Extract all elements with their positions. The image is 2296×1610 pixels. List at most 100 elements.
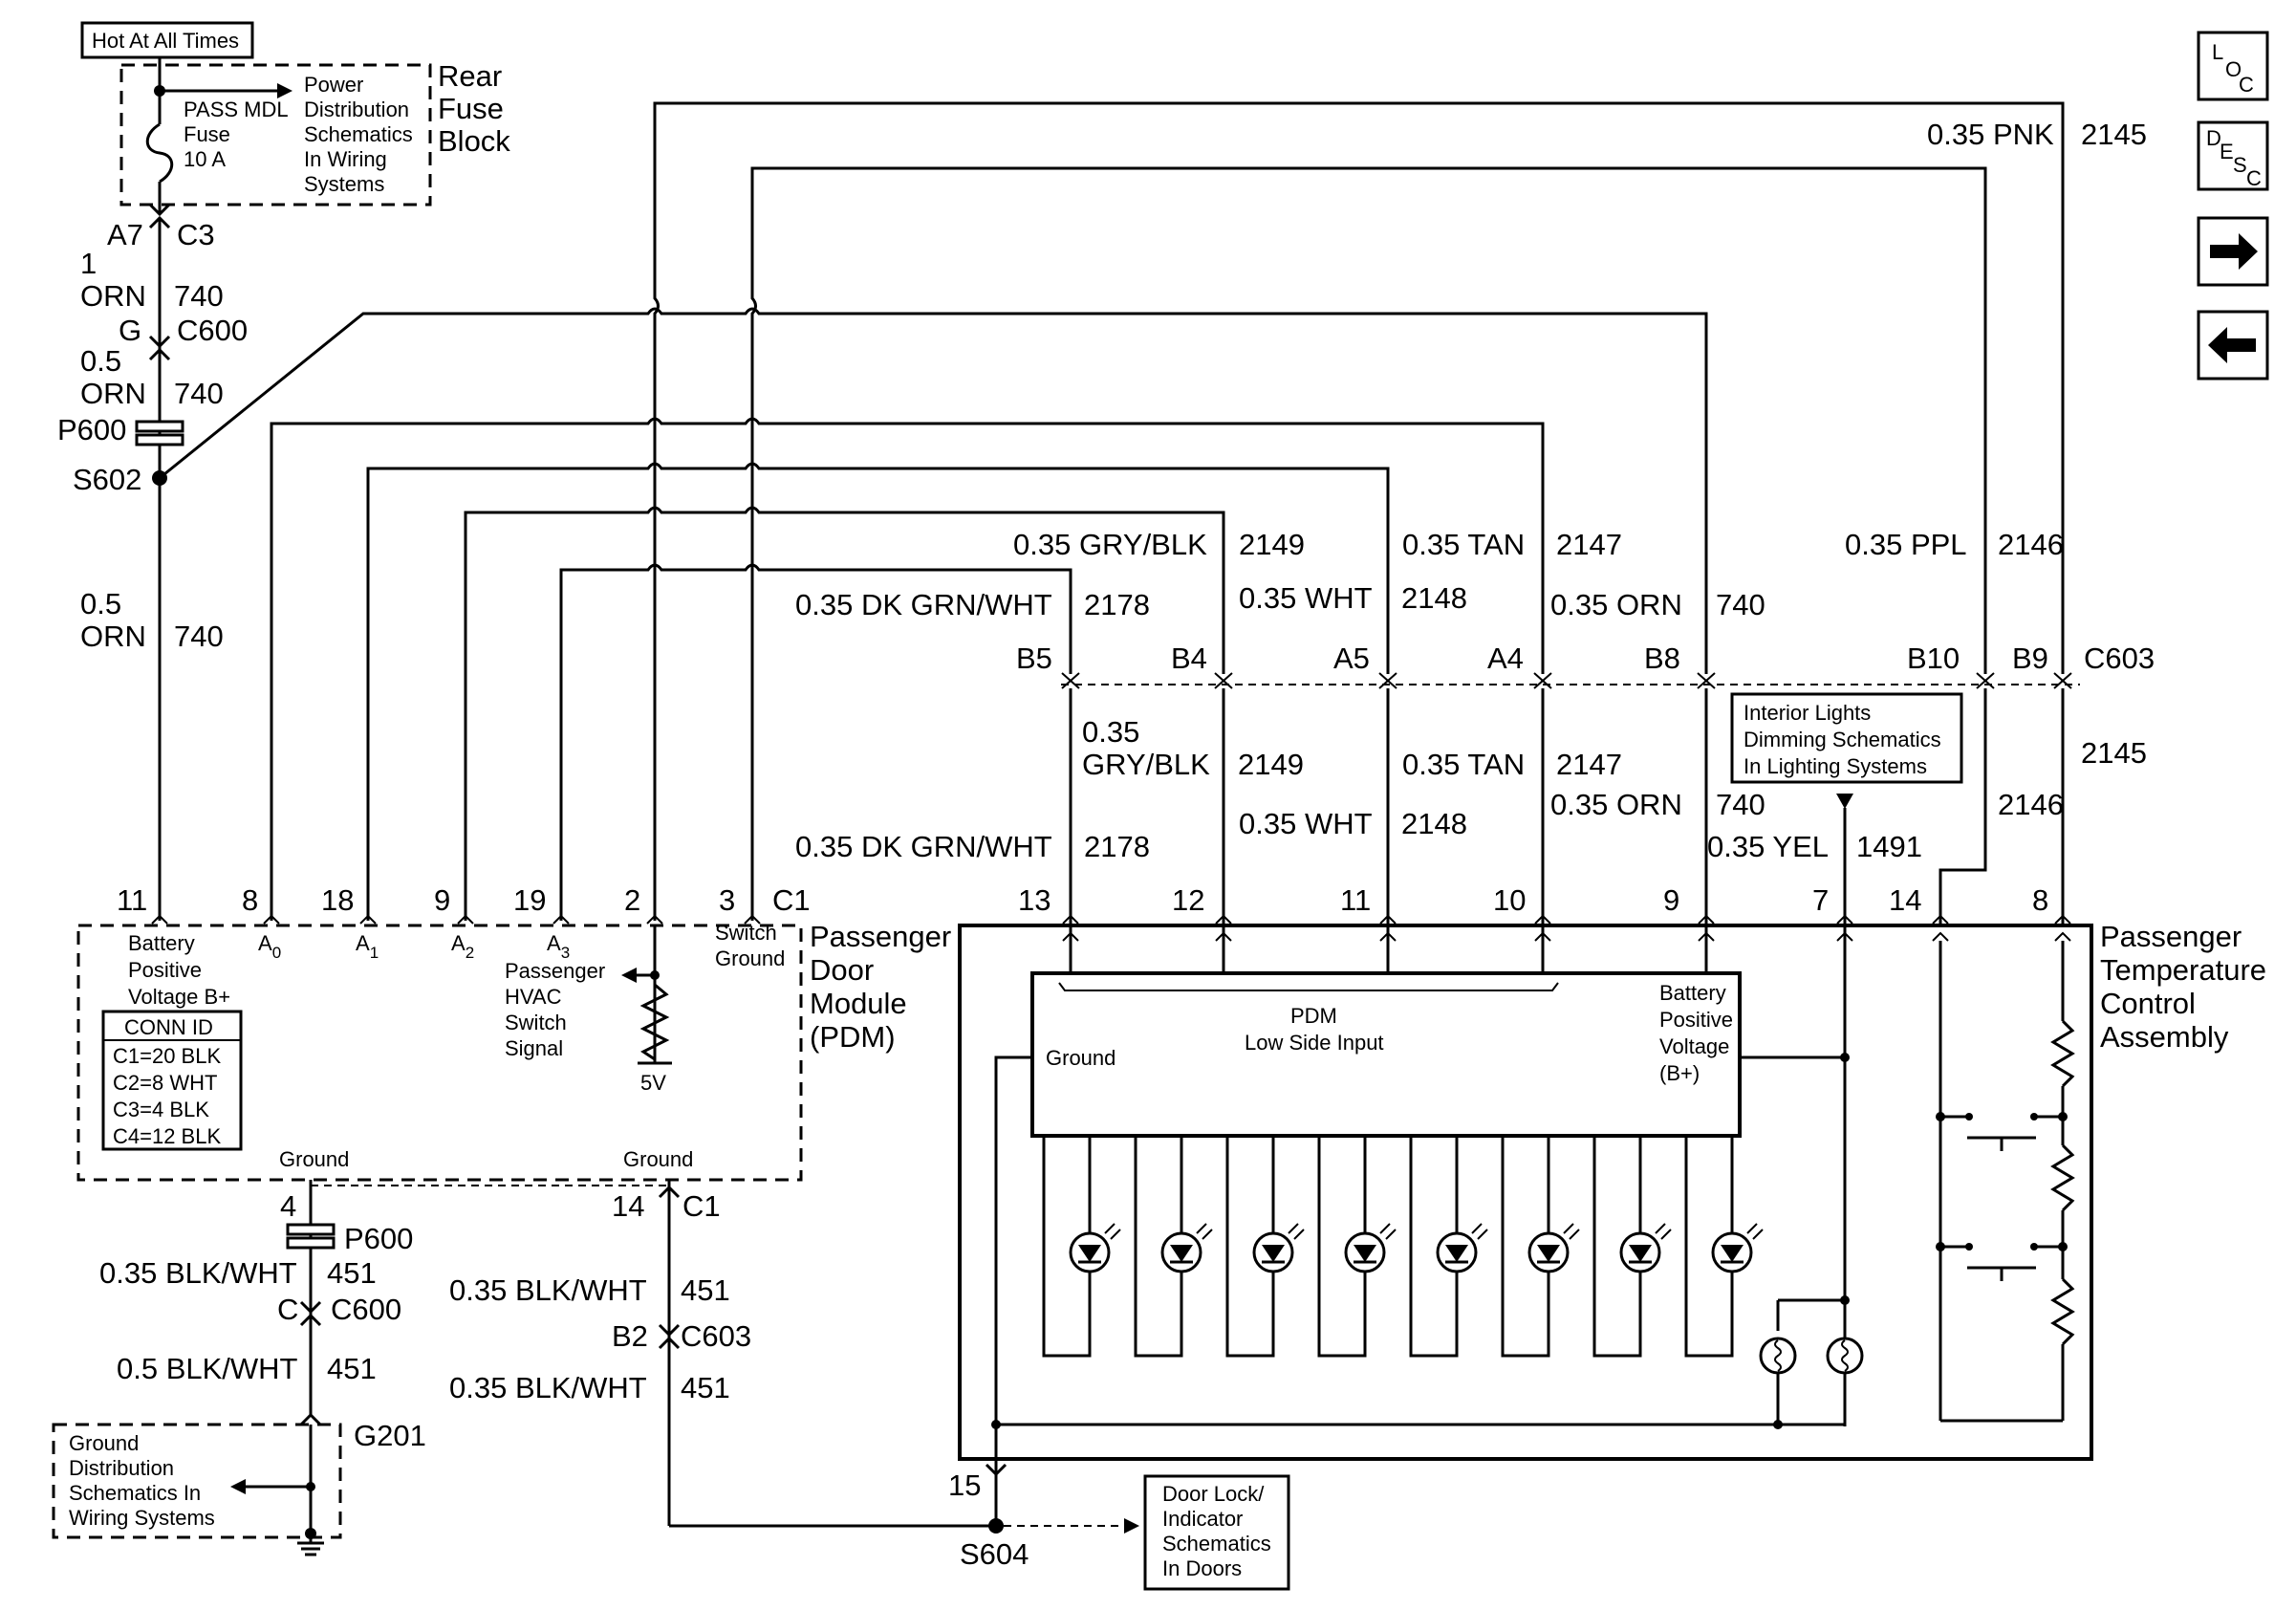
led-icon [1619, 1223, 1672, 1281]
pdm-input-a0: A0 [258, 931, 281, 962]
wire-size-3: 0.5 [80, 587, 121, 620]
ptca-pin-7: 7 [1812, 883, 1829, 917]
lower-tan: 0.35 TAN [1402, 748, 1525, 781]
led-bank [1042, 1136, 1734, 1358]
pdm-battery-1: Battery [128, 931, 195, 955]
ptca-pin-9: 9 [1663, 883, 1679, 917]
label-2148-top: 2148 [1401, 581, 1467, 615]
arrow-right-icon [2210, 233, 2258, 270]
pdm-input-a3: A3 [547, 931, 570, 962]
ground-dist-1: Ground [69, 1431, 139, 1455]
label-orn: 0.35 ORN [1550, 588, 1682, 621]
wire-2148 [366, 462, 1390, 921]
power-dist-ref-1: Power [304, 73, 363, 97]
c603-pin-markers [1061, 672, 2072, 689]
connector-a7: A7 [107, 218, 143, 251]
lower-1491: 1491 [1856, 830, 1922, 863]
hot-at-all-times-box [80, 21, 254, 59]
led-icon [1160, 1223, 1213, 1281]
wire-size-2: 0.5 [80, 344, 121, 378]
label-dk-grn: 0.35 DK GRN/WHT [795, 588, 1052, 621]
interior-lights-ref-1: Interior Lights [1744, 701, 1871, 725]
led-icon [1711, 1223, 1764, 1281]
ground-dist-4: Wiring Systems [69, 1506, 215, 1530]
rear-fuse-block-outline [119, 63, 432, 207]
fuse-label: Fuse [184, 122, 230, 146]
lower-740: 740 [1716, 788, 1765, 821]
label-2145-top: 2145 [2081, 118, 2147, 151]
ptca-battery-4: (B+) [1659, 1061, 1700, 1085]
lower-wht: 0.35 WHT [1239, 807, 1373, 840]
bm-pin-15: 15 [948, 1469, 981, 1502]
pdm-outline [76, 924, 803, 1182]
lower-2178: 2178 [1084, 830, 1150, 863]
led-icon [1069, 1223, 1121, 1281]
conn-id-c4: C4=12 BLK [113, 1124, 221, 1148]
label-2178-top: 2178 [1084, 588, 1150, 621]
wire-color-orn-1: ORN [80, 279, 146, 313]
interior-lights-arrow [1836, 794, 1853, 809]
connector-g: G [119, 314, 141, 347]
ground-dist-2: Distribution [69, 1456, 174, 1480]
label-tan: 0.35 TAN [1402, 528, 1525, 561]
switch-ground-2: Ground [715, 946, 785, 970]
door-lock-ref-3: Schematics [1162, 1532, 1271, 1556]
ptca-pin-8: 8 [2032, 883, 2048, 917]
power-dist-ref-4: In Wiring [304, 147, 387, 171]
bl-451-2: 451 [327, 1352, 377, 1385]
pdm-pin-19: 19 [513, 883, 546, 917]
door-lock-arrow [1124, 1518, 1139, 1534]
lower-size-035: 0.35 [1082, 715, 1139, 749]
bm-c1: C1 [682, 1189, 721, 1223]
pdm-battery-2: Positive [128, 958, 202, 982]
wire-color-orn-3: ORN [80, 620, 146, 653]
svg-text:E: E [2220, 140, 2234, 163]
power-dist-ref-2: Distribution [304, 98, 409, 121]
label-wht: 0.35 WHT [1239, 581, 1373, 615]
pdm-title-3: Module [810, 987, 907, 1020]
previous-page-button[interactable] [2197, 310, 2269, 381]
label-ppl: 0.35 PPL [1845, 528, 1967, 561]
ptca-outline [958, 924, 2093, 1461]
description-button[interactable]: D E S C [2197, 120, 2269, 191]
bm-wire-1: 0.35 BLK/WHT [449, 1273, 647, 1307]
pdm-title-4: (PDM) [810, 1020, 896, 1054]
wire-2146 [750, 166, 1987, 921]
ground-symbol-icon [297, 1534, 324, 1556]
next-page-button[interactable] [2197, 216, 2269, 287]
label-2149-top: 2149 [1239, 528, 1305, 561]
connector-c3: C3 [177, 218, 215, 251]
svg-text:C: C [2246, 166, 2262, 190]
power-dist-ref-3: Schematics [304, 122, 413, 146]
low-side-bracket [1058, 982, 1559, 991]
pin-b10: B10 [1907, 642, 1960, 675]
lower-gry-blk: GRY/BLK [1082, 748, 1210, 781]
conn-id-title: CONN ID [124, 1015, 213, 1039]
splice-s604: S604 [960, 1537, 1029, 1571]
pin-b5: B5 [1016, 642, 1052, 675]
ptca-title-2: Temperature [2100, 953, 2266, 987]
conn-id-c2: C2=8 WHT [113, 1071, 217, 1095]
conn-id-table [101, 1010, 243, 1151]
p600-ground-connector-icon [286, 1223, 336, 1236]
connector-c603: C603 [2084, 642, 2155, 675]
conn-id-c1: C1=20 BLK [113, 1044, 221, 1068]
lower-2145: 2145 [2081, 736, 2147, 770]
circuit-740-label-1: 740 [174, 279, 224, 313]
lower-orn: 0.35 ORN [1550, 788, 1682, 821]
pdm-connector-c1: C1 [772, 883, 811, 917]
hot-at-all-times-label: Hot At All Times [92, 29, 239, 53]
bl-connector-c600: C600 [331, 1293, 401, 1326]
conn-id-c3: C3=4 BLK [113, 1098, 209, 1121]
bm-b2: B2 [612, 1319, 648, 1353]
bl-p600: P600 [344, 1222, 413, 1255]
p600-inline-connector-icon [135, 420, 184, 433]
lower-2149: 2149 [1238, 748, 1304, 781]
interior-lights-ref-box [1730, 692, 1963, 784]
ptca-pin-markers [1062, 914, 2071, 942]
svg-text:O: O [2225, 57, 2242, 81]
indicator-bulb-icon [1759, 1337, 1797, 1375]
connector-p600: P600 [57, 413, 126, 446]
location-button[interactable]: L O C [2197, 31, 2269, 101]
